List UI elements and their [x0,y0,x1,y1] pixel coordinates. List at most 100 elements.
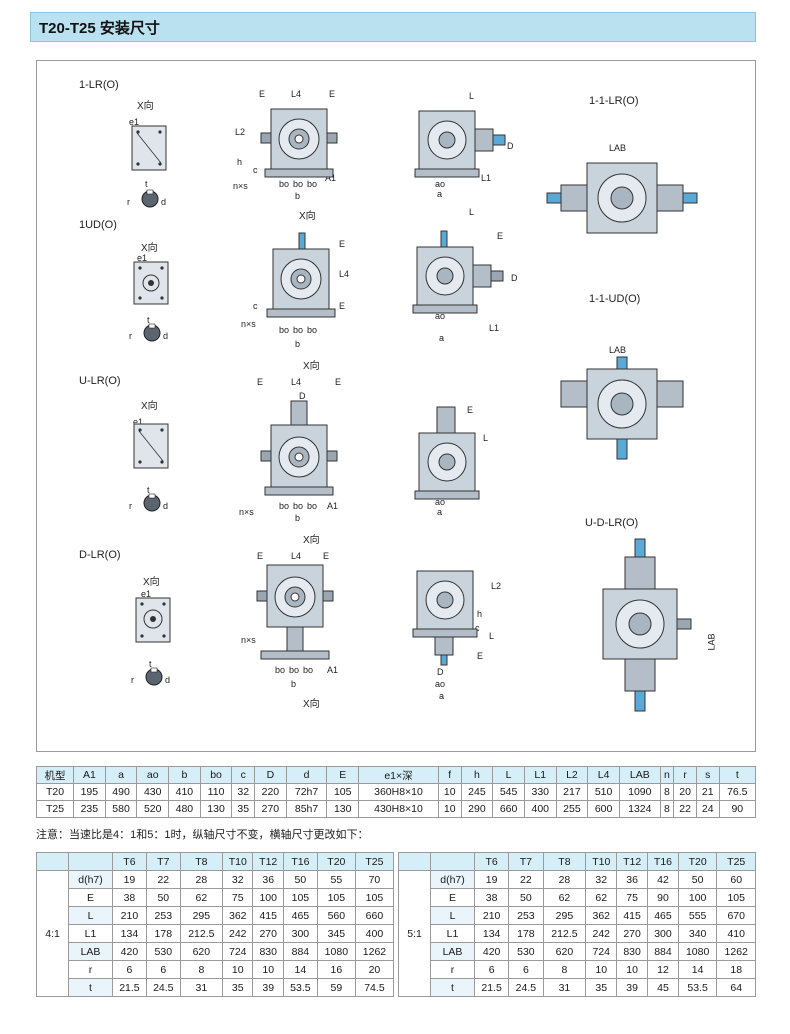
table-cell: 22 [145,870,181,889]
table-cell: 90 [647,888,679,907]
table-cell: 105 [326,783,360,801]
dim-bo-2c: bo [307,325,318,335]
table-cell: 620 [542,942,587,961]
ratio-note: 注意：当速比是4：1和5：1时，纵轴尺寸不变，横轴尺寸更改如下： [36,829,369,841]
dim-a1-1: A1 [325,173,337,183]
dim-e-1: E [259,89,266,99]
dim-l1-s1: L1 [481,173,492,183]
t-label-4: t [149,659,152,669]
column-header: h [460,766,494,784]
t-label-3: t [147,485,150,495]
table-cell: 35 [231,800,256,818]
table-cell: 178 [508,924,544,943]
column-header: T12 [616,852,649,871]
column-header: s [695,766,720,784]
table-cell: 830 [616,942,649,961]
table-cell: 255 [555,800,589,818]
dim-lab-1: LAB [609,143,627,153]
dim-nxs-4: n×s [241,635,256,645]
dim-e-1b: E [329,89,336,99]
table-cell: 28 [179,870,224,889]
table-cell: 8 [659,800,675,818]
table-cell: 530 [508,942,544,961]
column-header: LAB [618,766,661,784]
table-cell: 90 [718,800,757,818]
table-cell: 290 [460,800,494,818]
table-cell: 242 [585,924,618,943]
dim-a1-3: A1 [327,501,339,511]
x-arrow-label-1: X向 [299,211,316,222]
column-header: T20 [316,852,356,871]
table-cell: 24.5 [508,978,544,997]
dim-lab-3: LAB [706,633,717,651]
table-cell: 39 [252,978,284,997]
dim-nxs-1: n×s [233,181,248,191]
table-cell: 20 [354,960,395,979]
table-cell: 10 [616,960,649,979]
table-cell: 85h7 [285,800,328,818]
table-cell: 884 [282,942,318,961]
column-header: T8 [179,852,224,871]
param-cell: r [430,960,475,979]
table-cell: 670 [716,906,756,925]
gearbox-front-1 [260,108,338,178]
table-cell: 420 [473,942,510,961]
table-cell: 600 [587,800,620,818]
x-view-label-4: X向 [143,577,160,588]
table-cell: 6 [508,960,544,979]
param-cell: t [68,978,113,997]
table-cell: 36 [616,870,649,889]
table-cell: 545 [492,783,525,801]
table-cell: 28 [542,870,587,889]
table-cell: 270 [252,924,284,943]
table-cell: 64 [716,978,756,997]
column-header: L1 [523,766,557,784]
table-cell: 105 [316,888,356,907]
table-cell: 8 [659,783,675,801]
table-cell: 105 [354,888,395,907]
table-cell: 22 [673,800,697,818]
key-section-2 [143,323,161,342]
ratio-cell: 5:1 [398,870,431,997]
column-header: T12 [252,852,284,871]
column-header: a [104,766,138,784]
table-cell: 724 [222,942,254,961]
dim-l-s4: L [489,631,495,641]
ratio-cell: 4:1 [36,870,69,997]
gearbox-double-ud [560,356,684,460]
table-cell: 55 [316,870,356,889]
dim-ao-s3: ao [435,497,446,507]
x-arrow-label-4: X向 [303,699,320,710]
table-cell: 400 [523,800,557,818]
dim-d-s1: D [507,141,514,151]
table-cell: 12 [647,960,679,979]
d-label-1: d [161,197,167,207]
dim-bo-3a: bo [279,501,290,511]
table-cell: 19 [112,870,147,889]
gearbox-side-2 [412,230,504,314]
dim-nxs-2: n×s [241,319,256,329]
flange-plate-1 [131,125,167,171]
table-cell: 410 [716,924,756,943]
column-header: T7 [508,852,544,871]
table-cell: 130 [326,800,360,818]
e1-label-1: e1 [129,117,140,127]
dim-d-3: D [299,391,306,401]
table-cell: 62 [585,888,618,907]
page-title-text: T20-T25 安装尺寸 [39,19,160,37]
label-d-lr: D-LR(O) [79,549,121,561]
table-cell: 217 [555,783,589,801]
column-header: E [326,766,360,784]
table-cell: 110 [199,783,233,801]
table-cell: 210 [112,906,147,925]
table-cell: 253 [508,906,544,925]
table-cell: 16 [316,960,356,979]
table-cell: 22 [508,870,544,889]
table-cell: 31 [542,978,587,997]
column-header: t [718,766,757,784]
dim-ao-s1: ao [435,179,446,189]
table-cell: 1324 [618,800,661,818]
